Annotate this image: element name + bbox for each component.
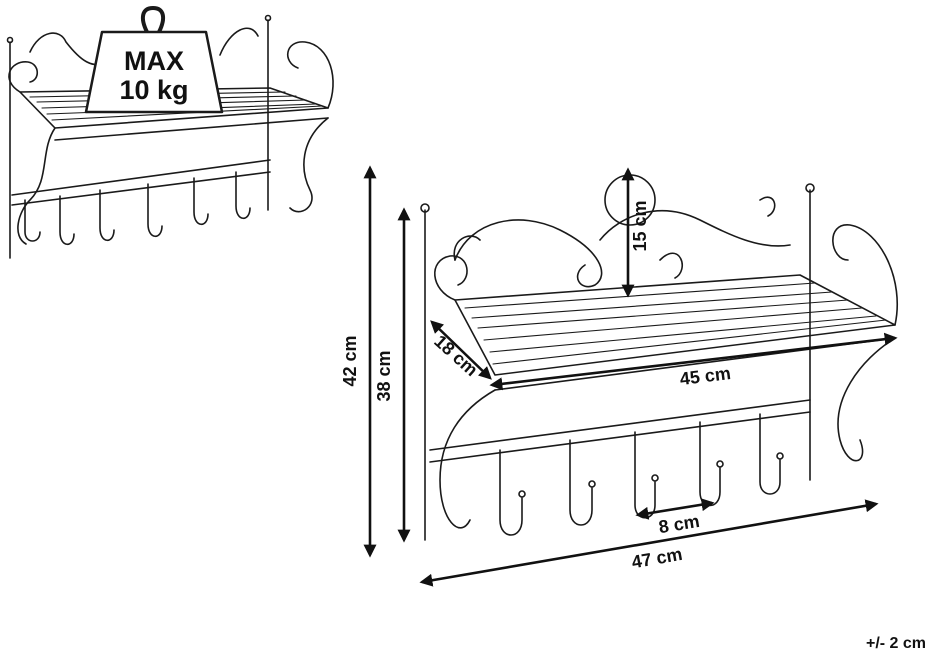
max-weight-badge: MAX 10 kg (84, 6, 224, 114)
shelf-depth-arrow (430, 320, 492, 380)
hook-spacing-label: 8 cm (657, 511, 701, 537)
crest-height-label: 15 cm (630, 200, 650, 251)
main-shelf-drawing (420, 174, 899, 541)
total-width-label: 47 cm (630, 544, 684, 573)
tolerance-note: +/- 2 cm (865, 635, 926, 652)
max-weight-line1: MAX (124, 46, 184, 76)
shelf-width-label: 45 cm (679, 363, 732, 389)
frame-height-label: 38 cm (374, 350, 394, 401)
total-height-label: 42 cm (340, 335, 360, 386)
max-weight-line2: 10 kg (119, 75, 188, 105)
shelf-width-arrow (489, 332, 898, 391)
hook-spacing-arrow (635, 498, 715, 520)
shelf-depth-label: 18 cm (430, 331, 481, 380)
dimension-lines (363, 165, 898, 587)
total-width-arrow (419, 499, 879, 587)
